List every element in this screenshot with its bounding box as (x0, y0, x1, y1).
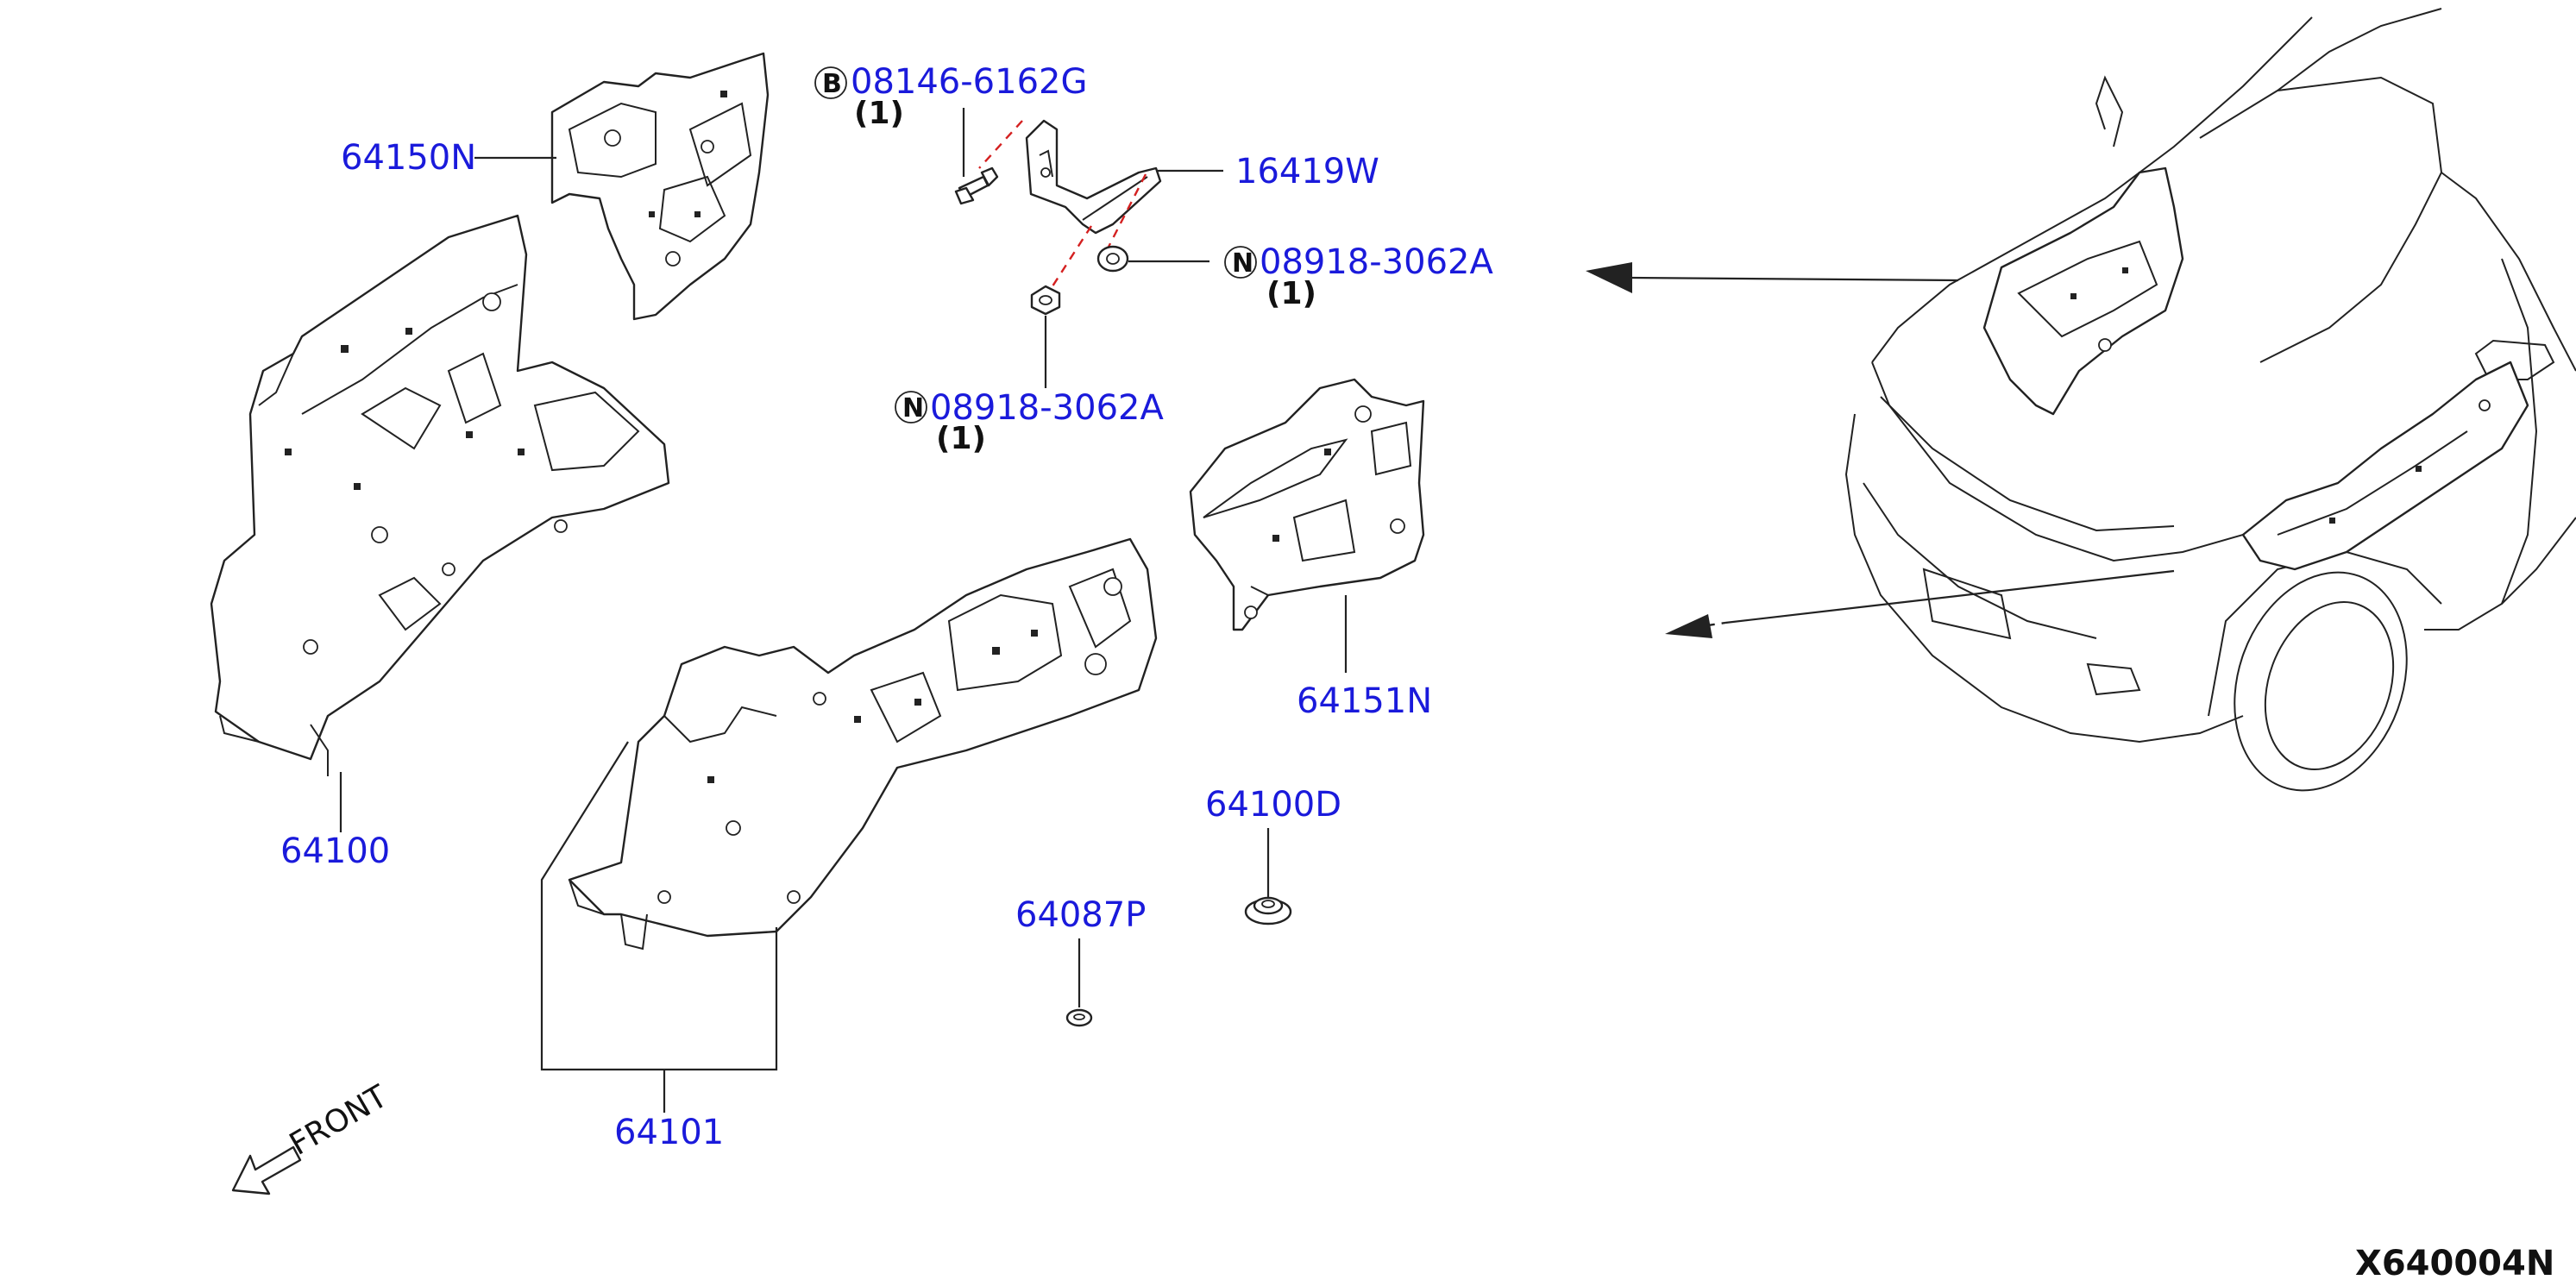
part-64100-drawing (210, 214, 670, 776)
part-64087p-drawing (1065, 1008, 1093, 1027)
callout-08146-6162g: 08146-6162G (851, 62, 1087, 102)
nut-upper-callout: N 08918-3062A (1) (1224, 242, 1493, 311)
nut-upper-drawing (1096, 245, 1129, 273)
callout-08918-3062a-upper: 08918-3062A (1260, 242, 1493, 282)
callout-bolt-qty: (1) (854, 96, 904, 131)
front-arrow-icon (231, 1145, 302, 1195)
arrow-left-icon (1665, 614, 1712, 638)
callout-64087p: 64087P (1015, 895, 1146, 935)
front-label: FRONT (284, 1078, 394, 1163)
callout-64100d: 64100D (1205, 785, 1341, 825)
callout-nut-lower-qty: (1) (936, 421, 986, 456)
callout-64150n: 64150N (341, 138, 476, 178)
nut-lower-drawing (1030, 285, 1061, 316)
indicator-arrows (1586, 262, 2175, 638)
arrow-left-icon (1586, 262, 1632, 293)
front-direction-indicator: FRONT (231, 1078, 394, 1195)
vehicle-overview-drawing (1844, 8, 2576, 792)
bolt-callout: B 08146-6162G (1) (814, 62, 1087, 131)
callout-64101: 64101 (614, 1113, 724, 1152)
diagram-code: X640004N (2355, 1244, 2554, 1280)
bolt-drawing (954, 166, 999, 205)
badge-n-icon (1224, 246, 1257, 279)
part-64151n-drawing (1189, 378, 1425, 631)
callout-08918-3062a-lower: 08918-3062A (930, 388, 1164, 428)
part-64150n-drawing (550, 52, 770, 321)
part-16419w-drawing (1025, 119, 1162, 235)
part-64101-drawing (568, 537, 1158, 951)
part-64100d-drawing (1244, 896, 1292, 925)
svg-text:B: B (822, 69, 842, 99)
callout-nut-upper-qty: (1) (1266, 276, 1316, 311)
svg-text:N: N (1232, 248, 1253, 279)
callout-16419w: 16419W (1235, 152, 1379, 191)
badge-b-icon (814, 66, 847, 99)
svg-text:N: N (902, 393, 924, 424)
callout-64100: 64100 (280, 831, 390, 871)
callout-64151n: 64151N (1297, 681, 1432, 721)
nut-lower-callout: N 08918-3062A (1) (895, 388, 1164, 456)
badge-n-icon (895, 391, 927, 424)
